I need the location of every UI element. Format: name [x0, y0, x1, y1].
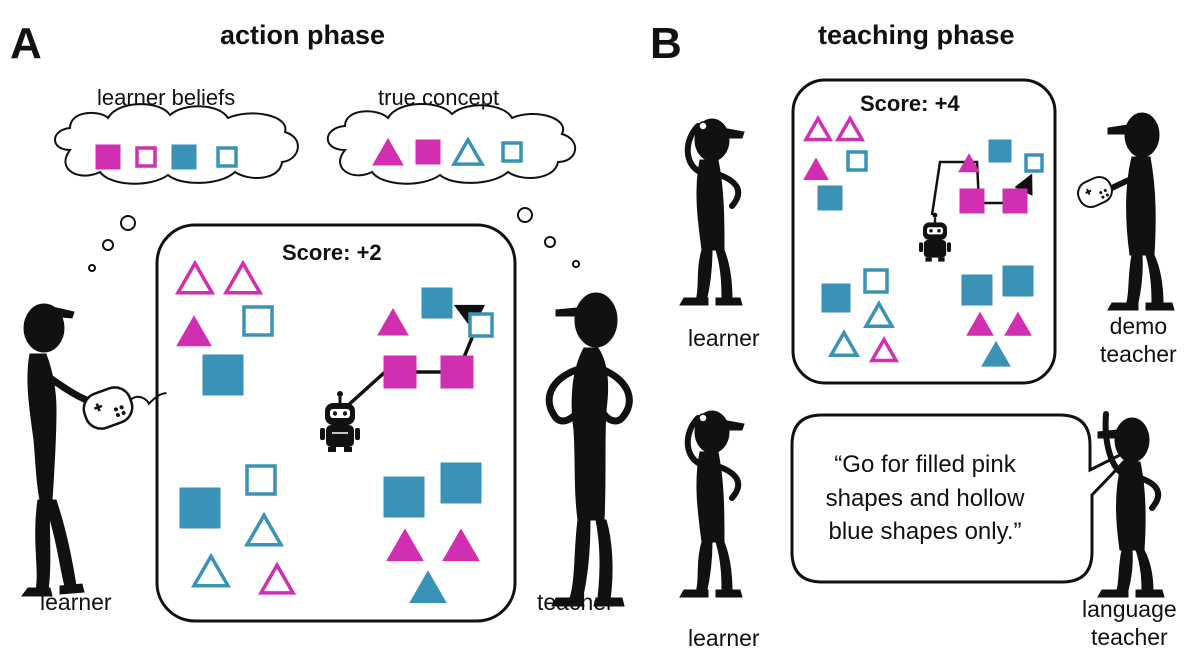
hollow-blue-square: [216, 146, 238, 168]
true-concept-cloud: [326, 103, 576, 185]
filled-blue-square: [821, 283, 851, 313]
score-b: Score: +4: [860, 91, 960, 116]
hollow-blue-triangle: [862, 300, 896, 329]
filled-pink-square: [440, 355, 474, 389]
filled-pink-triangle: [176, 315, 212, 347]
teaching-phase-title: teaching phase: [818, 20, 1015, 50]
hollow-blue-triangle: [827, 329, 861, 358]
teacher-label-a: teacher: [537, 589, 614, 615]
hollow-blue-square: [863, 268, 889, 294]
filled-pink-square: [415, 139, 441, 165]
filled-pink-triangle: [372, 137, 404, 166]
learner-label-b-top: learner: [688, 325, 760, 351]
filled-blue-square: [440, 462, 482, 504]
filled-blue-triangle: [409, 570, 447, 604]
learner-beliefs-label: learner beliefs: [97, 85, 236, 110]
learner-thought-bubbles: [88, 215, 136, 272]
hollow-blue-triangle: [450, 136, 486, 166]
filled-pink-triangle: [386, 528, 424, 562]
hollow-blue-square: [846, 150, 868, 172]
hollow-blue-square: [242, 305, 274, 337]
hollow-pink-triangle: [802, 115, 834, 142]
filled-blue-square: [817, 185, 843, 211]
speech-bubble: [790, 413, 1142, 584]
learner-label-a: learner: [40, 589, 112, 615]
score-a: Score: +2: [282, 240, 382, 265]
learner-figure-b-top: [679, 118, 745, 306]
teacher-figure-a: [545, 292, 633, 607]
shapes-layer: [95, 115, 1044, 604]
hollow-blue-triangle: [190, 552, 232, 588]
hollow-blue-triangle: [243, 511, 285, 547]
filled-pink-square: [383, 355, 417, 389]
instruction-line-2: shapes and hollow: [825, 484, 1025, 512]
filled-pink-triangle: [1004, 311, 1032, 336]
filled-blue-square: [988, 139, 1012, 163]
action-phase-title: action phase: [220, 20, 386, 50]
filled-blue-square: [961, 274, 993, 306]
teacher-thought-bubbles: [517, 207, 580, 268]
language-teacher-label-line-2: teacher: [1090, 623, 1168, 650]
controller-icon-a: [82, 386, 167, 430]
filled-pink-square: [1002, 188, 1028, 214]
robot-agent-a: [320, 391, 360, 452]
panel-letter-a: A: [10, 19, 42, 68]
language-teacher-label: language teacher: [1082, 596, 1177, 651]
language-teacher-label-line-1: language: [1082, 596, 1177, 622]
filled-blue-square: [171, 144, 197, 170]
hollow-blue-square: [1024, 153, 1044, 173]
learner-figure-b-bottom: [679, 410, 745, 598]
filled-blue-square: [202, 354, 244, 396]
filled-pink-triangle: [958, 153, 980, 173]
filled-blue-square: [421, 287, 453, 319]
filled-pink-square: [959, 188, 985, 214]
learner-label-b-bottom: learner: [688, 625, 760, 651]
filled-blue-square: [179, 487, 221, 529]
learner-figure-a: [21, 303, 100, 597]
demo-teacher-label: demo teacher: [1100, 313, 1177, 368]
hollow-pink-triangle: [834, 115, 866, 142]
filled-blue-square: [383, 476, 425, 518]
filled-pink-triangle: [377, 307, 409, 336]
filled-blue-triangle: [981, 340, 1011, 367]
robot-agent-b: [919, 212, 951, 262]
hollow-blue-square: [468, 312, 494, 338]
language-teacher-figure-b: [1097, 411, 1165, 598]
hollow-pink-triangle: [868, 336, 900, 363]
controller-icon-b: [1077, 175, 1113, 209]
hollow-blue-square: [501, 141, 523, 163]
filled-pink-square: [95, 144, 121, 170]
language-instruction-text: “Go for filled pink shapes and hollow bl…: [800, 448, 1050, 549]
learner-head-highlight-b-bottom: [698, 413, 708, 423]
learner-head-highlight-b-top: [698, 121, 708, 131]
hollow-pink-triangle: [174, 259, 216, 295]
filled-blue-square: [1002, 265, 1034, 297]
demo-teacher-label-line-2: teacher: [1100, 340, 1177, 367]
demo-teacher-figure-b: [1099, 112, 1175, 311]
filled-pink-triangle: [803, 157, 829, 180]
instruction-line-3: blue shapes only.”: [828, 518, 1022, 546]
filled-pink-triangle: [966, 311, 994, 336]
hollow-pink-triangle: [257, 561, 297, 595]
hollow-blue-square: [245, 464, 277, 496]
hollow-pink-square: [135, 146, 157, 168]
hollow-pink-triangle: [222, 259, 264, 295]
instruction-line-1: “Go for filled pink: [834, 451, 1016, 478]
learner-beliefs-cloud: [54, 103, 299, 185]
panel-letter-b: B: [650, 19, 682, 68]
true-concept-label: true concept: [378, 85, 500, 110]
demo-teacher-label-line-1: demo: [1109, 313, 1168, 339]
filled-pink-triangle: [442, 528, 480, 562]
